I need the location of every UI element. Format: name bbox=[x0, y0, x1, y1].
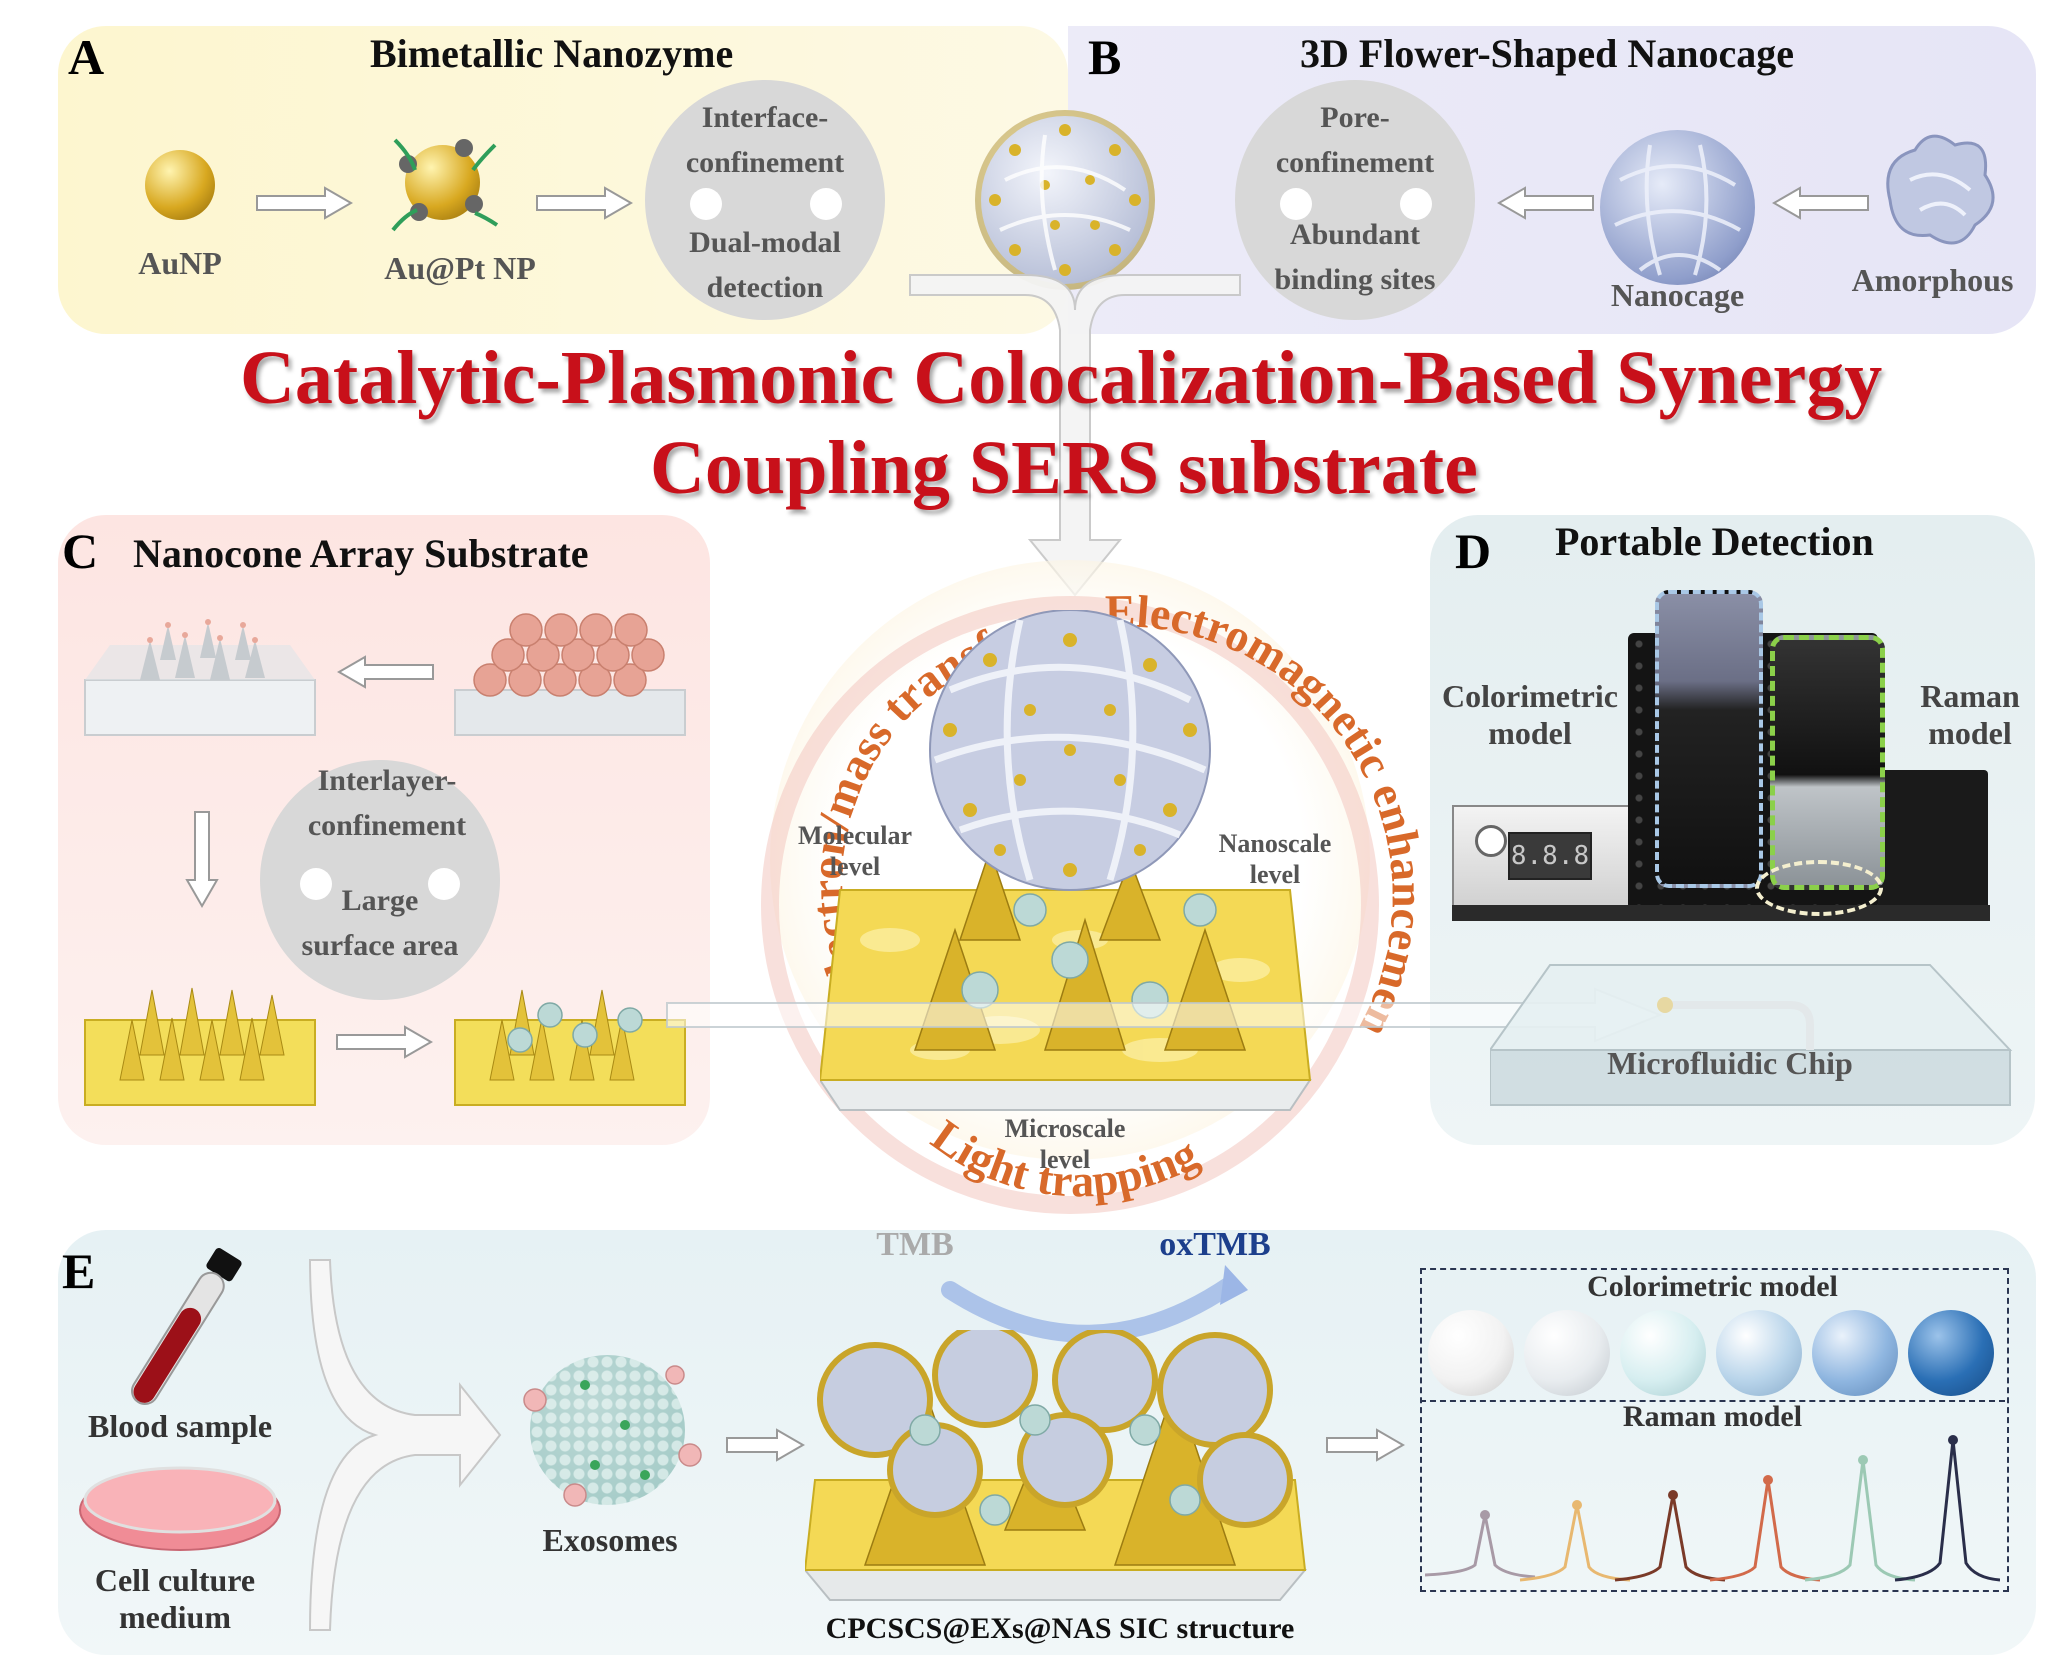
dna-strands-icon bbox=[391, 138, 499, 232]
colorimetric-sphere-4 bbox=[1716, 1310, 1802, 1396]
nanocage-ridges-icon bbox=[1614, 144, 1741, 276]
raman-peak-6 bbox=[1894, 1439, 2000, 1582]
colorimetric-sphere-5 bbox=[1812, 1310, 1898, 1396]
microfluidic-chip-label: Microfluidic Chip bbox=[1607, 1045, 1853, 1081]
sic-structure-label: CPCSCS@EXs@NAS SIC structure bbox=[825, 1612, 1295, 1645]
yin-yang-interface-icon bbox=[645, 80, 885, 320]
gold-cone-substrate-icon bbox=[84, 987, 316, 1106]
portable-device-base bbox=[1452, 805, 1632, 914]
panel-e-letter: E bbox=[62, 1243, 96, 1299]
nanoscale-level-label: Nanoscale level bbox=[1218, 829, 1332, 890]
au-pt-nanoparticle-icon bbox=[399, 139, 483, 221]
molecular-level-label: Molecular level bbox=[797, 821, 913, 882]
nanocage-label: Nanocage bbox=[1610, 277, 1745, 313]
central-sers-structure-icon bbox=[820, 610, 1312, 1111]
raman-peak-4 bbox=[1709, 1479, 1821, 1582]
colorimetric-sphere-2 bbox=[1524, 1310, 1610, 1396]
colorimetric-sphere-6 bbox=[1908, 1310, 1994, 1396]
colorimetric-model-label: Colorimetric model bbox=[1587, 1270, 1838, 1303]
chip-slot-highlight bbox=[1755, 860, 1883, 916]
arrow-left-icon bbox=[1496, 186, 1594, 220]
colorimetric-spheres-row bbox=[1428, 1310, 1998, 1400]
tmb-label: TMB bbox=[876, 1226, 954, 1263]
colorimetric-sphere-1 bbox=[1428, 1310, 1514, 1396]
sic-structure-icon bbox=[805, 1330, 1308, 1601]
petri-dish-icon bbox=[79, 1466, 281, 1551]
arrow-right-icon bbox=[536, 186, 634, 220]
gold-cone-with-exosomes-icon bbox=[454, 989, 686, 1106]
raman-module-box bbox=[1770, 635, 1885, 890]
raman-peak-5 bbox=[1804, 1459, 1916, 1582]
oxtmb-label: oxTMB bbox=[1159, 1226, 1271, 1263]
interface-confinement-label: Interface- confinement bbox=[685, 101, 845, 179]
panel-c-letter: C bbox=[62, 523, 99, 579]
raman-peak-1 bbox=[1425, 1514, 1536, 1579]
aunp-sphere-icon bbox=[145, 150, 215, 220]
output-results-box bbox=[1420, 1268, 2009, 1592]
panel-b-letter: B bbox=[1088, 29, 1122, 85]
device-power-button-icon bbox=[1475, 825, 1507, 857]
panel-d-title: Portable Detection bbox=[1555, 519, 1874, 564]
merge-arrow-top-icon bbox=[909, 274, 1241, 597]
interlayer-confinement-label: Interlayer- confinement bbox=[307, 764, 467, 842]
raman-model-label: Raman model bbox=[1622, 1400, 1803, 1433]
cell-culture-medium-label: Cell culture medium bbox=[94, 1562, 256, 1635]
arrow-right-icon bbox=[256, 186, 354, 220]
raman-model-device-label: Raman model bbox=[1920, 678, 2020, 751]
microfluidic-chip-icon bbox=[1490, 964, 2013, 1106]
panel-b-title: 3D Flower-Shaped Nanocage bbox=[1300, 31, 1795, 76]
device-right-box bbox=[1878, 770, 1988, 910]
microscale-level-label: Microscale level bbox=[1004, 1114, 1126, 1175]
grey-cone-substrate-icon bbox=[84, 619, 316, 736]
exosomes-label: Exosomes bbox=[542, 1522, 678, 1558]
merge-arrow-bottom-icon bbox=[308, 1259, 502, 1631]
arrow-left-icon bbox=[1771, 186, 1869, 220]
panel-a-letter: A bbox=[68, 29, 105, 85]
colorimetric-model-device-label: Colorimetric model bbox=[1442, 678, 1618, 751]
yin-yang-pore-icon bbox=[1235, 80, 1475, 320]
panel-d-letter: D bbox=[1455, 523, 1492, 579]
yin-yang-interlayer-icon bbox=[260, 760, 500, 1000]
panel-a-title: Bimetallic Nanozyme bbox=[370, 31, 734, 76]
pore-confinement-label: Pore- confinement bbox=[1275, 101, 1435, 179]
blood-tube-icon bbox=[131, 1247, 242, 1405]
panel-a-background bbox=[58, 26, 1068, 334]
device-display: 8.8.8 bbox=[1508, 832, 1592, 880]
pink-sphere-array-icon bbox=[454, 613, 686, 736]
output-divider bbox=[1420, 1400, 2005, 1402]
flower-nanozyme-icon bbox=[975, 110, 1155, 290]
headline-line-1: Catalytic-Plasmonic Colocalization-Based… bbox=[240, 336, 1883, 420]
nanocage-icon bbox=[1600, 130, 1755, 285]
panel-c-title: Nanocone Array Substrate bbox=[133, 531, 589, 576]
au-pt-np-label: Au@Pt NP bbox=[384, 250, 536, 286]
flower-gold-dots-icon bbox=[989, 124, 1141, 276]
device-base-plate bbox=[1452, 905, 1990, 921]
abundant-binding-sites-label: Abundant binding sites bbox=[1274, 218, 1436, 296]
exosome-protein-markers-icon bbox=[523, 1365, 702, 1507]
raman-peak-2 bbox=[1519, 1504, 1631, 1582]
headline-line-2: Coupling SERS substrate bbox=[650, 426, 1478, 510]
blood-sample-label: Blood sample bbox=[87, 1408, 273, 1444]
exosome-icon bbox=[530, 1355, 685, 1505]
raman-spectra-plot bbox=[1425, 1435, 2000, 1582]
arrow-right-icon bbox=[1326, 1428, 1405, 1462]
aunp-label: AuNP bbox=[138, 245, 222, 281]
dual-modal-detection-label: Dual-modal detection bbox=[689, 226, 841, 304]
large-surface-area-label: Large surface area bbox=[301, 884, 459, 962]
arrow-down-icon bbox=[185, 811, 219, 909]
amorphous-material-icon bbox=[1886, 134, 1995, 245]
amorphous-label: Amorphous bbox=[1851, 262, 2014, 298]
arrow-left-icon bbox=[336, 655, 434, 689]
colorimetric-module-box bbox=[1655, 590, 1763, 888]
raman-peak-3 bbox=[1614, 1494, 1726, 1582]
arrow-right-icon bbox=[336, 1025, 434, 1059]
colorimetric-sphere-3 bbox=[1620, 1310, 1706, 1396]
arrow-right-icon bbox=[726, 1428, 805, 1462]
